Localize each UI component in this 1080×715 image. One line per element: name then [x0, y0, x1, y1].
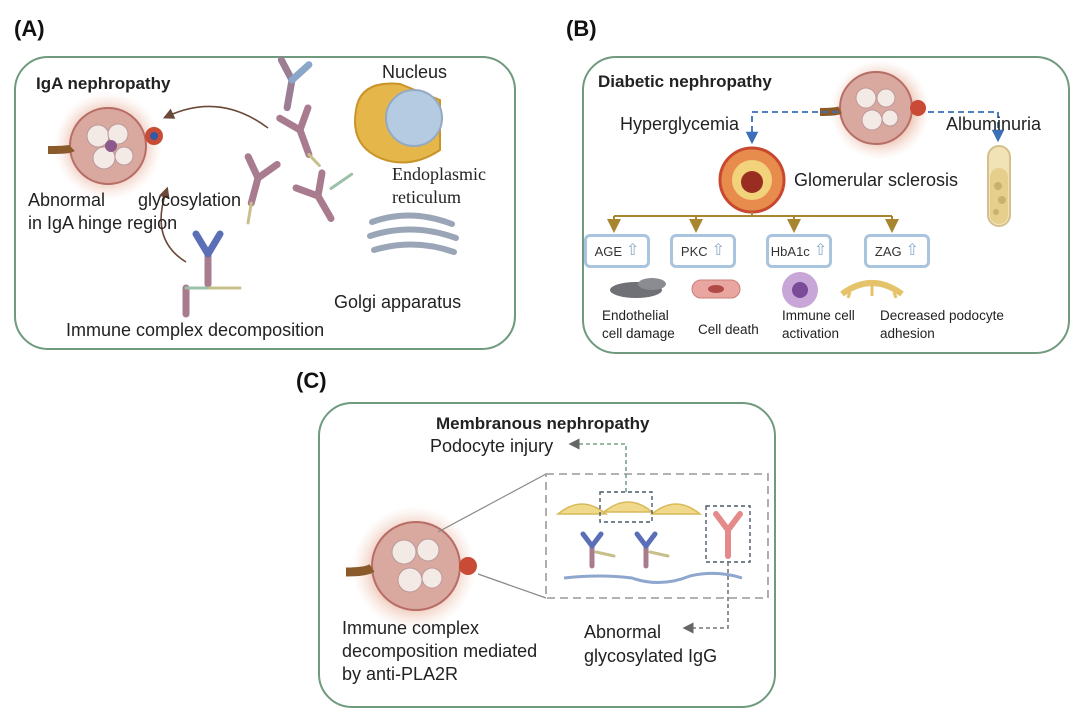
up-arrow-icon: ⇧ — [813, 242, 828, 259]
panel-a-title: IgA nephropathy — [36, 74, 171, 93]
effect-endothelial-line2: cell damage — [602, 326, 675, 341]
albuminuria-label: Albuminuria — [946, 114, 1042, 134]
panel-b-title: Diabetic nephropathy — [598, 72, 772, 91]
podocyte-icon — [840, 280, 904, 299]
glomerulus-b-icon — [819, 60, 930, 160]
nucleus-icon — [354, 82, 443, 164]
glycosylation-label: glycosylation — [138, 190, 242, 210]
up-arrow-icon: ⇧ — [626, 242, 640, 259]
marker-pkc: PKC⇧ — [670, 234, 736, 268]
hinge-region-label: in IgA hinge region — [28, 213, 178, 233]
effect-podocyte-line2: adhesion — [880, 326, 935, 341]
marker-zag-label: ZAG — [874, 243, 902, 259]
igg-icon — [713, 511, 743, 559]
effect-immune-line1: Immune cell — [782, 308, 855, 323]
hyperglycemia-label: Hyperglycemia — [620, 114, 740, 134]
effect-podocyte-line1: Decreased podocyte — [880, 308, 1004, 323]
glomerulus-c-icon — [345, 506, 477, 630]
effect-endothelial-line1: Endothelial — [602, 308, 669, 323]
podocyte-injury-label: Podocyte injury — [430, 436, 554, 456]
up-arrow-icon: ⇧ — [905, 242, 920, 259]
er-label-line2: reticulum — [392, 187, 461, 207]
marker-hba1c-label: HbA1c — [770, 243, 810, 259]
panel-c-title: Membranous nephropathy — [436, 414, 650, 433]
marker-age: AGE⇧ — [584, 234, 650, 268]
podocyte-row-icon — [555, 501, 703, 515]
golgi-apparatus-icon — [367, 212, 459, 255]
golgi-label: Golgi apparatus — [334, 292, 462, 312]
abnormal-label: Abnormal — [28, 190, 106, 210]
dead-cell-icon — [691, 279, 741, 299]
antibody-cluster-icon — [182, 56, 354, 318]
igg-label-line2: glycosylated IgG — [584, 646, 718, 666]
panel-a-label: (A) — [14, 16, 45, 41]
effect-cell-death: Cell death — [698, 322, 759, 337]
complex-label-line2: decomposition mediated — [342, 641, 538, 661]
marker-zag: ZAG⇧ — [864, 234, 930, 268]
panel-c-label: (C) — [296, 368, 327, 393]
sclerotic-vessel-icon — [718, 146, 786, 214]
marker-hba1c: HbA1c⇧ — [766, 234, 832, 268]
endothelial-cells-icon — [610, 278, 666, 298]
effect-immune-line2: activation — [782, 326, 840, 341]
up-arrow-icon: ⇧ — [711, 242, 726, 259]
urine-tube-icon — [987, 145, 1011, 227]
glomerulus-a-icon — [47, 92, 163, 200]
sclerosis-label: Glomerular sclerosis — [794, 170, 959, 190]
er-label-line1: Endoplasmic — [392, 164, 486, 184]
nucleus-label: Nucleus — [382, 62, 448, 82]
immune-cell-icon — [782, 272, 818, 308]
panel-b-label: (B) — [566, 16, 597, 41]
antibody-complex-icon — [580, 531, 670, 569]
complex-label-line3: by anti-PLA2R — [342, 664, 459, 684]
igg-label-line1: Abnormal — [584, 622, 662, 642]
immune-complex-label: Immune complex decomposition — [66, 320, 325, 340]
marker-pkc-label: PKC — [680, 243, 708, 259]
complex-label-line1: Immune complex — [342, 618, 480, 638]
marker-age-label: AGE — [594, 243, 623, 259]
